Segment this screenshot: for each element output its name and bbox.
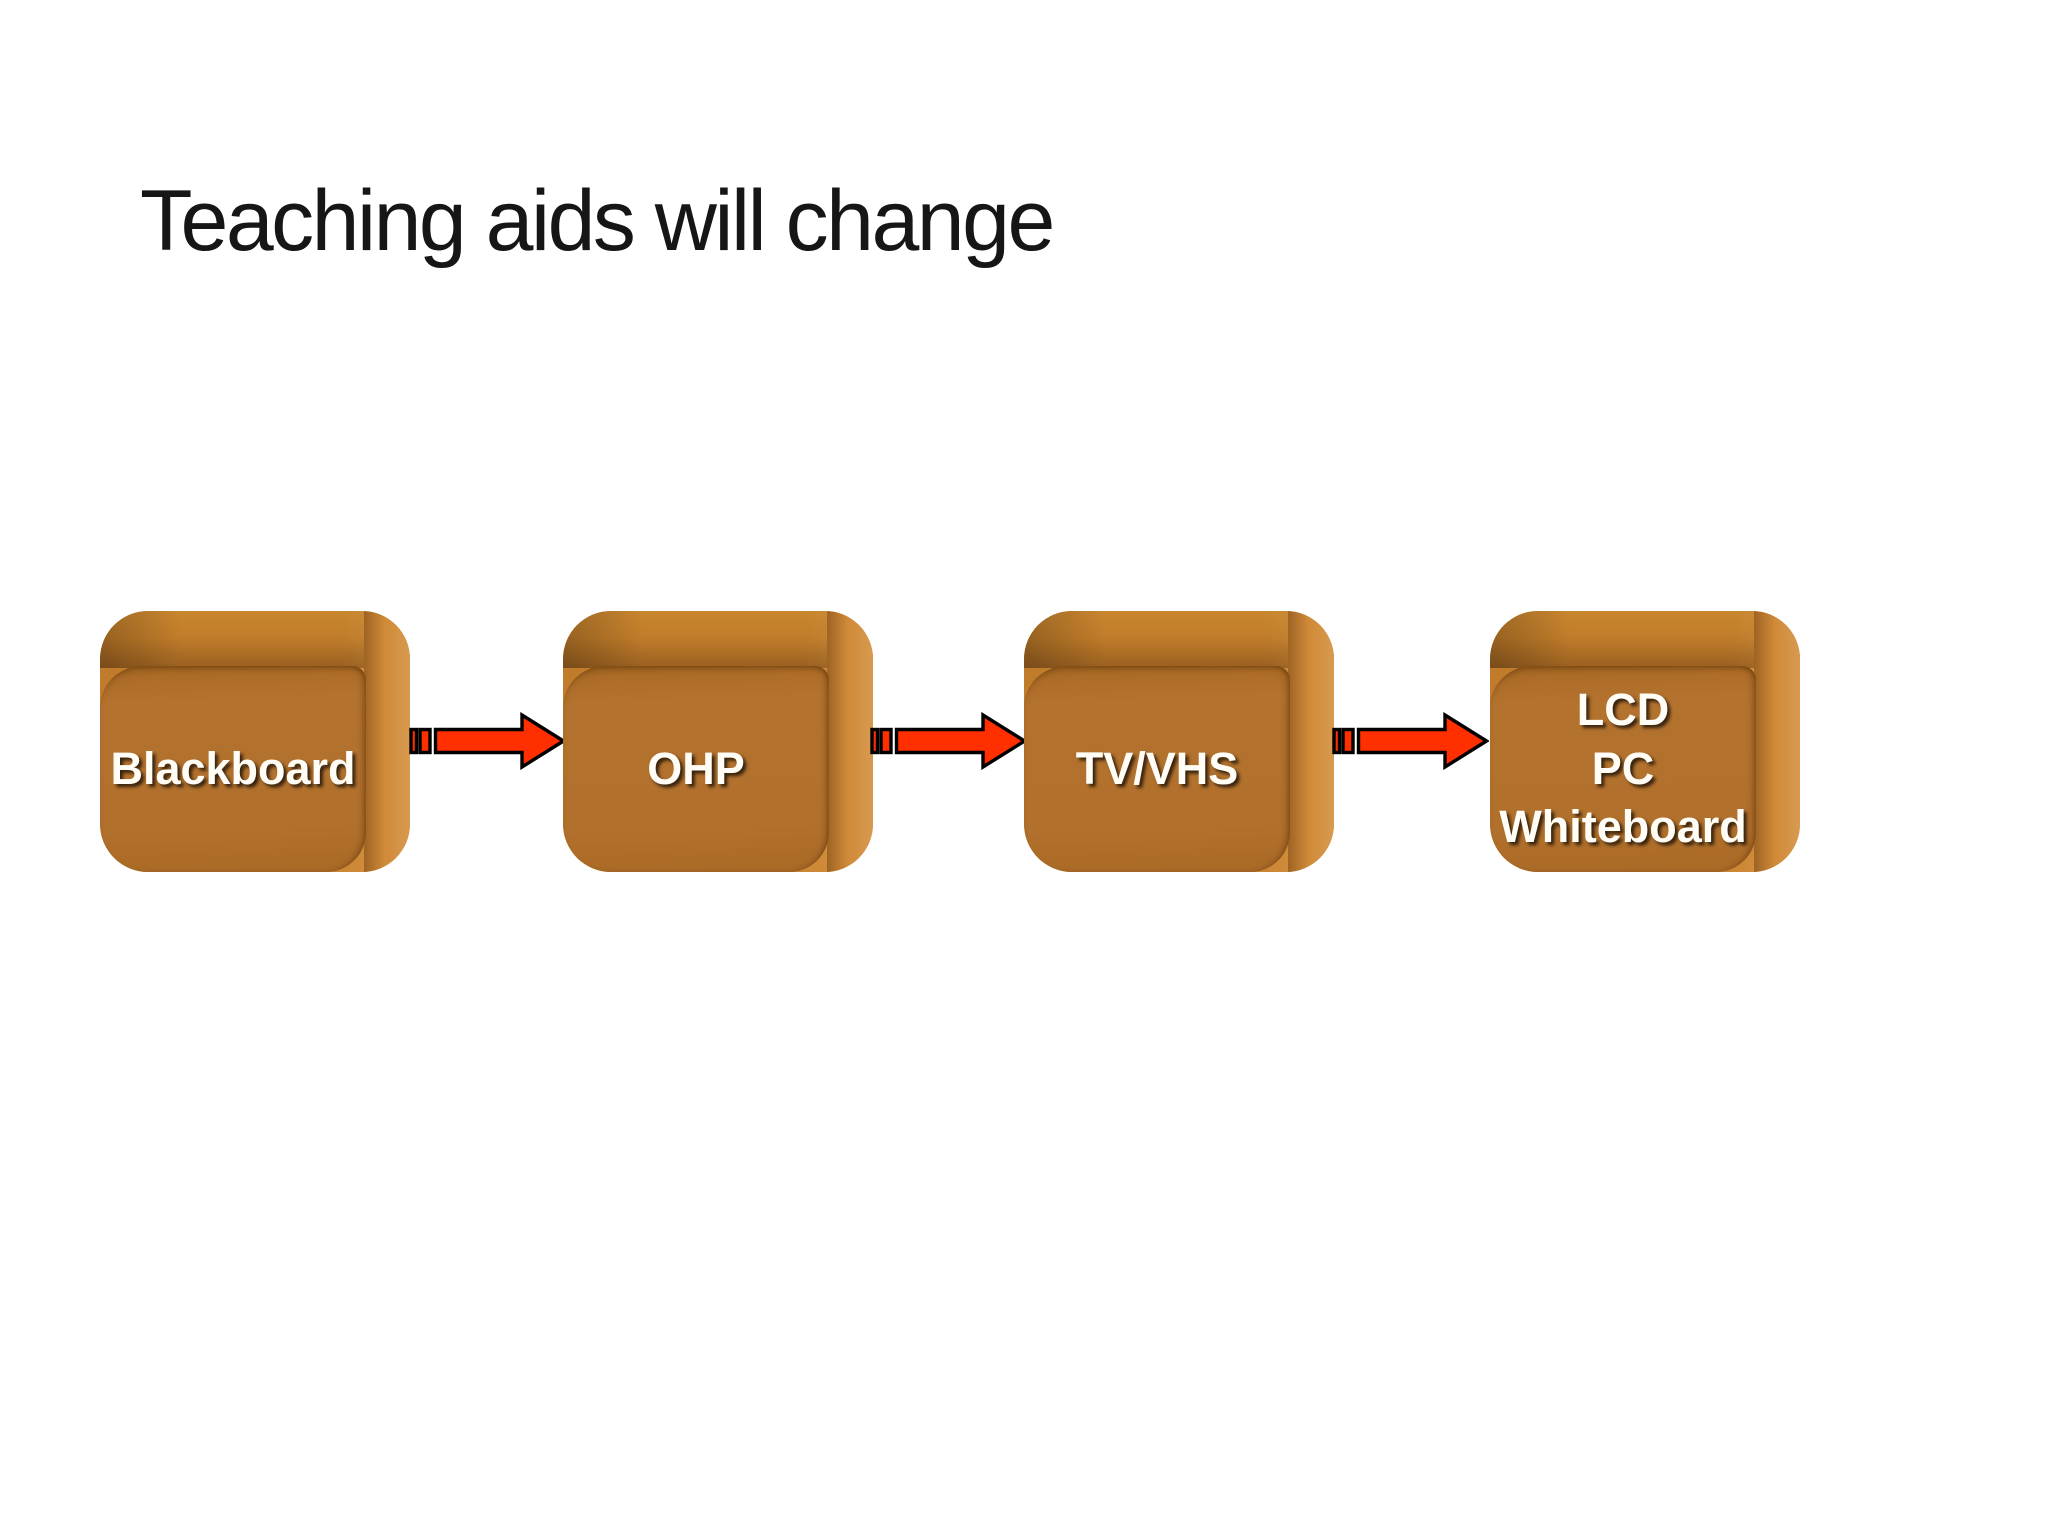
box-face: LCD PC Whiteboard: [1490, 666, 1756, 872]
box-label: Blackboard: [110, 742, 356, 794]
box-label: OHP: [647, 742, 745, 794]
box-face: Blackboard: [100, 666, 366, 872]
flow-box-lcd-pc-whiteboard: LCD PC Whiteboard: [1490, 611, 1800, 872]
flow-arrow-1: [409, 712, 566, 770]
flow-box-tv-vhs: TV/VHS: [1024, 611, 1334, 872]
striped-right-arrow-icon: [1332, 712, 1489, 770]
box-label: TV/VHS: [1075, 742, 1239, 794]
flow-arrow-2: [870, 712, 1027, 770]
flow-box-blackboard: Blackboard: [100, 611, 410, 872]
box-label: LCD PC Whiteboard: [1499, 684, 1747, 853]
flow-box-ohp: OHP: [563, 611, 873, 872]
striped-right-arrow-icon: [409, 712, 566, 770]
box-face: TV/VHS: [1024, 666, 1290, 872]
striped-right-arrow-icon: [870, 712, 1027, 770]
flow-arrow-3: [1332, 712, 1489, 770]
box-face: OHP: [563, 666, 829, 872]
slide-title: Teaching aids will change: [140, 173, 1055, 269]
